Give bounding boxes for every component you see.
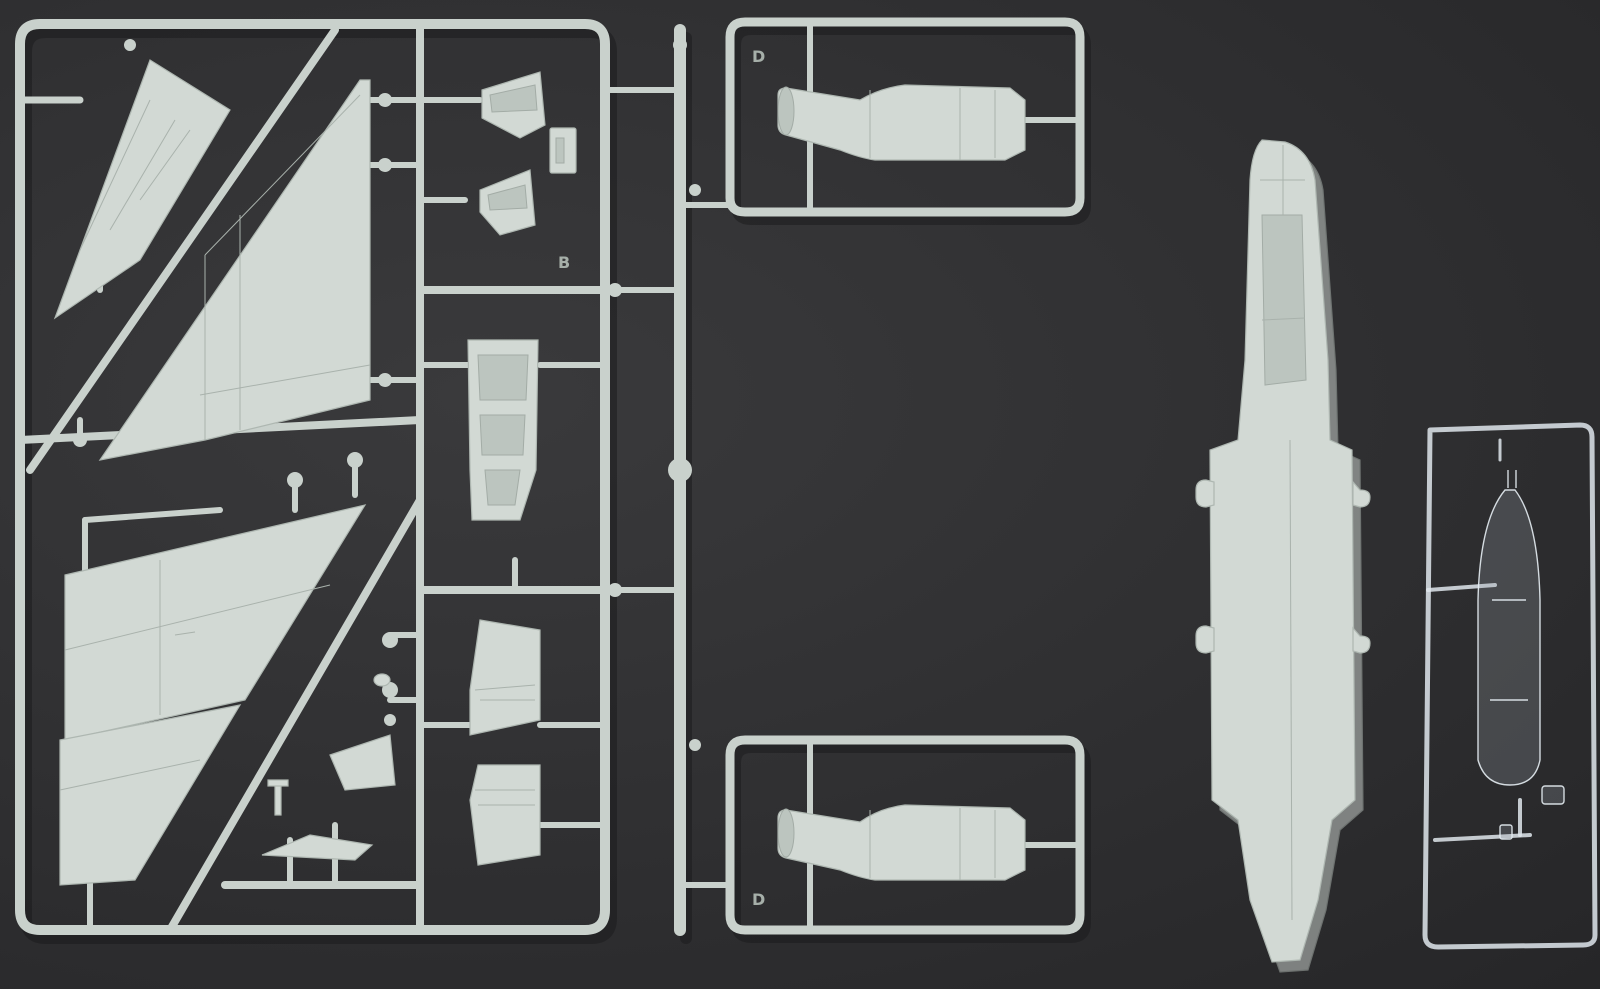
engine-sprue-bottom-letter: D [752, 890, 765, 909]
wing-panel-lower-small [59, 704, 242, 886]
clear-small-part [1499, 785, 1565, 840]
cockpit-part-middle [479, 169, 536, 236]
fuselage-half [1195, 139, 1371, 973]
wing-panel-upper-left [53, 59, 231, 320]
clear-parts-sprue [1422, 422, 1598, 950]
small-bracket-part [549, 127, 577, 174]
engine-nacelle-top [777, 84, 1026, 161]
clear-canopy [1477, 470, 1541, 786]
small-detail-parts [261, 673, 396, 861]
runner-hub [668, 458, 692, 482]
intake-panel-upper [469, 619, 541, 736]
intake-panel-lower [469, 764, 541, 866]
engine-nacelle-bottom [777, 804, 1026, 881]
cockpit-tub [467, 339, 539, 521]
cockpit-part-upper [481, 71, 546, 139]
center-runner [602, 24, 733, 944]
wing-panel-lower-large [64, 504, 367, 741]
sprue-tag-letter: B [558, 253, 570, 272]
wing-panel-upper-large [98, 79, 371, 461]
engine-sprue-top-letter: D [752, 47, 765, 66]
